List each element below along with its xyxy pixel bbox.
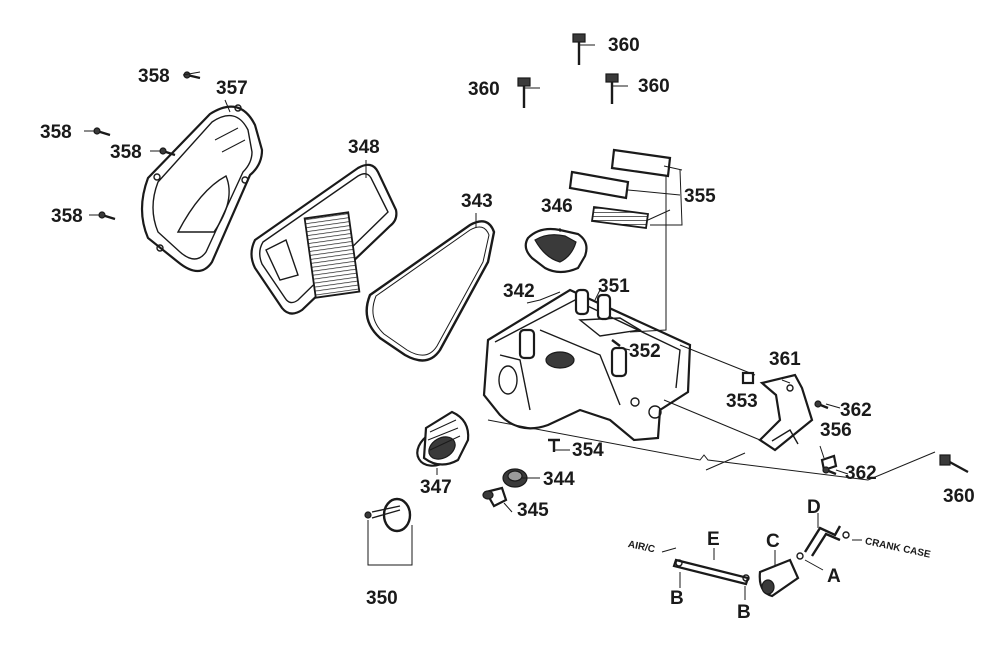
pads-355 [568, 148, 672, 230]
part-label-360: 360 [943, 486, 975, 507]
part-label-354: 354 [572, 440, 604, 461]
gasket-343 [365, 220, 496, 362]
bracket-361 [758, 373, 814, 452]
part-label-351: 351 [598, 276, 630, 297]
bolts-360 [517, 33, 969, 474]
cap-344 [502, 468, 528, 488]
hose-label-b: B [670, 588, 684, 609]
clip-353 [741, 371, 755, 385]
part-label-355: 355 [684, 186, 716, 207]
hose-assembly [672, 525, 850, 598]
hose-label-b: B [737, 602, 751, 623]
screws-358 [93, 71, 201, 221]
bolts-362 [814, 400, 837, 476]
hose-label-c: C [766, 531, 780, 552]
part-label-360: 360 [638, 76, 670, 97]
part-label-353: 353 [726, 391, 758, 412]
air-cleaner-cover-part [140, 104, 264, 273]
clamp-350 [364, 497, 413, 566]
part-label-344: 344 [543, 469, 575, 490]
part-label-362: 362 [840, 400, 872, 421]
part-label-358: 358 [51, 206, 83, 227]
tube-347 [416, 410, 470, 467]
leader-lines [84, 44, 936, 600]
hose-label-a: A [827, 566, 841, 587]
part-label-346: 346 [541, 196, 573, 217]
part-label-350: 350 [366, 588, 398, 609]
part-label-361: 361 [769, 349, 801, 370]
air-filter-element-part [250, 163, 398, 315]
part-label-342: 342 [503, 281, 535, 302]
part-label-360: 360 [468, 79, 500, 100]
part-label-358: 358 [110, 142, 142, 163]
part-label-347: 347 [420, 477, 452, 498]
part-label-357: 357 [216, 78, 248, 99]
part-label-345: 345 [517, 500, 549, 521]
part-label-348: 348 [348, 137, 380, 158]
screw-354 [548, 438, 560, 452]
screw-352 [611, 339, 621, 347]
part-label-356: 356 [820, 420, 852, 441]
plug-345 [482, 486, 508, 508]
part-label-358: 358 [138, 66, 170, 87]
air-cleaner-case-part [482, 288, 692, 442]
part-label-352: 352 [629, 341, 661, 362]
funnel-346 [524, 227, 588, 274]
part-label-343: 343 [461, 191, 493, 212]
part-label-360: 360 [608, 35, 640, 56]
part-label-358: 358 [40, 122, 72, 143]
hose-label-d: D [807, 497, 821, 518]
part-label-362: 362 [845, 463, 877, 484]
hose-label-e: E [707, 529, 720, 550]
